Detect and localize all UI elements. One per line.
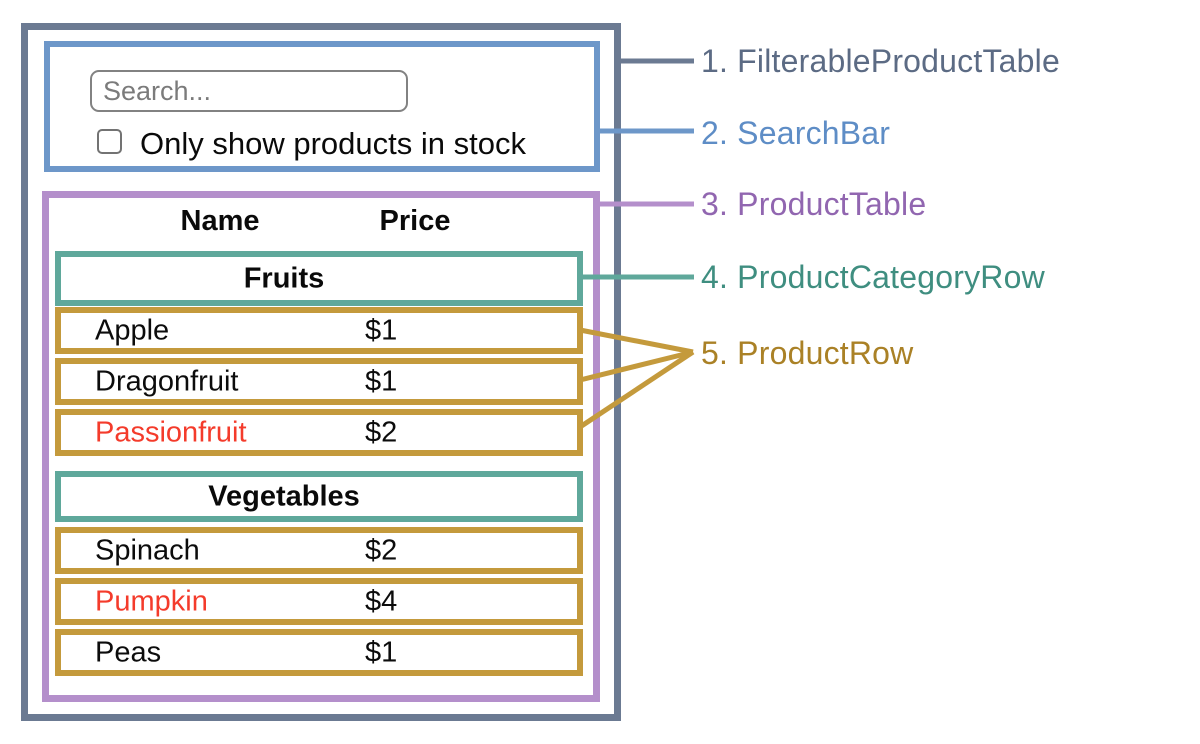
product-name-cell: Apple xyxy=(95,314,170,346)
legend-item-product-category-row: 4. ProductCategoryRow xyxy=(701,259,1045,295)
product-price-cell: $1 xyxy=(365,365,398,397)
search-bar-box xyxy=(44,41,600,172)
product-category-row: Fruits xyxy=(55,251,583,306)
product-table-box xyxy=(42,191,600,702)
category-label: Fruits xyxy=(243,262,325,294)
product-price-cell: $1 xyxy=(365,314,398,346)
product-price-cell: $1 xyxy=(365,636,398,668)
product-row: Peas $1 xyxy=(55,629,583,676)
product-row: Apple $1 xyxy=(55,307,583,354)
product-price-cell: $4 xyxy=(365,585,398,617)
product-name-cell: Pumpkin xyxy=(95,585,208,617)
legend-item-product-table: 3. ProductTable xyxy=(701,186,927,222)
product-price-cell: $2 xyxy=(365,416,398,448)
product-name-cell: Dragonfruit xyxy=(95,365,239,397)
product-category-row: Vegetables xyxy=(55,471,583,522)
product-name-cell: Spinach xyxy=(95,534,200,566)
category-label: Vegetables xyxy=(208,480,360,512)
product-row: Dragonfruit $1 xyxy=(55,358,583,405)
in-stock-checkbox-label: Only show products in stock xyxy=(140,126,526,161)
column-header-price: Price xyxy=(379,205,451,237)
search-input[interactable] xyxy=(90,70,408,112)
product-row: Spinach $2 xyxy=(55,527,583,574)
in-stock-checkbox[interactable] xyxy=(97,129,122,154)
product-price-cell: $2 xyxy=(365,534,398,566)
product-name-cell: Passionfruit xyxy=(95,416,247,448)
column-header-name: Name xyxy=(180,205,260,237)
legend-item-filterable-product-table: 1. FilterableProductTable xyxy=(701,43,1060,79)
product-row: Pumpkin $4 xyxy=(55,578,583,625)
product-name-cell: Peas xyxy=(95,636,162,668)
product-row: Passionfruit $2 xyxy=(55,409,583,456)
legend-item-search-bar: 2. SearchBar xyxy=(701,115,891,151)
legend-item-product-row: 5. ProductRow xyxy=(701,335,914,371)
